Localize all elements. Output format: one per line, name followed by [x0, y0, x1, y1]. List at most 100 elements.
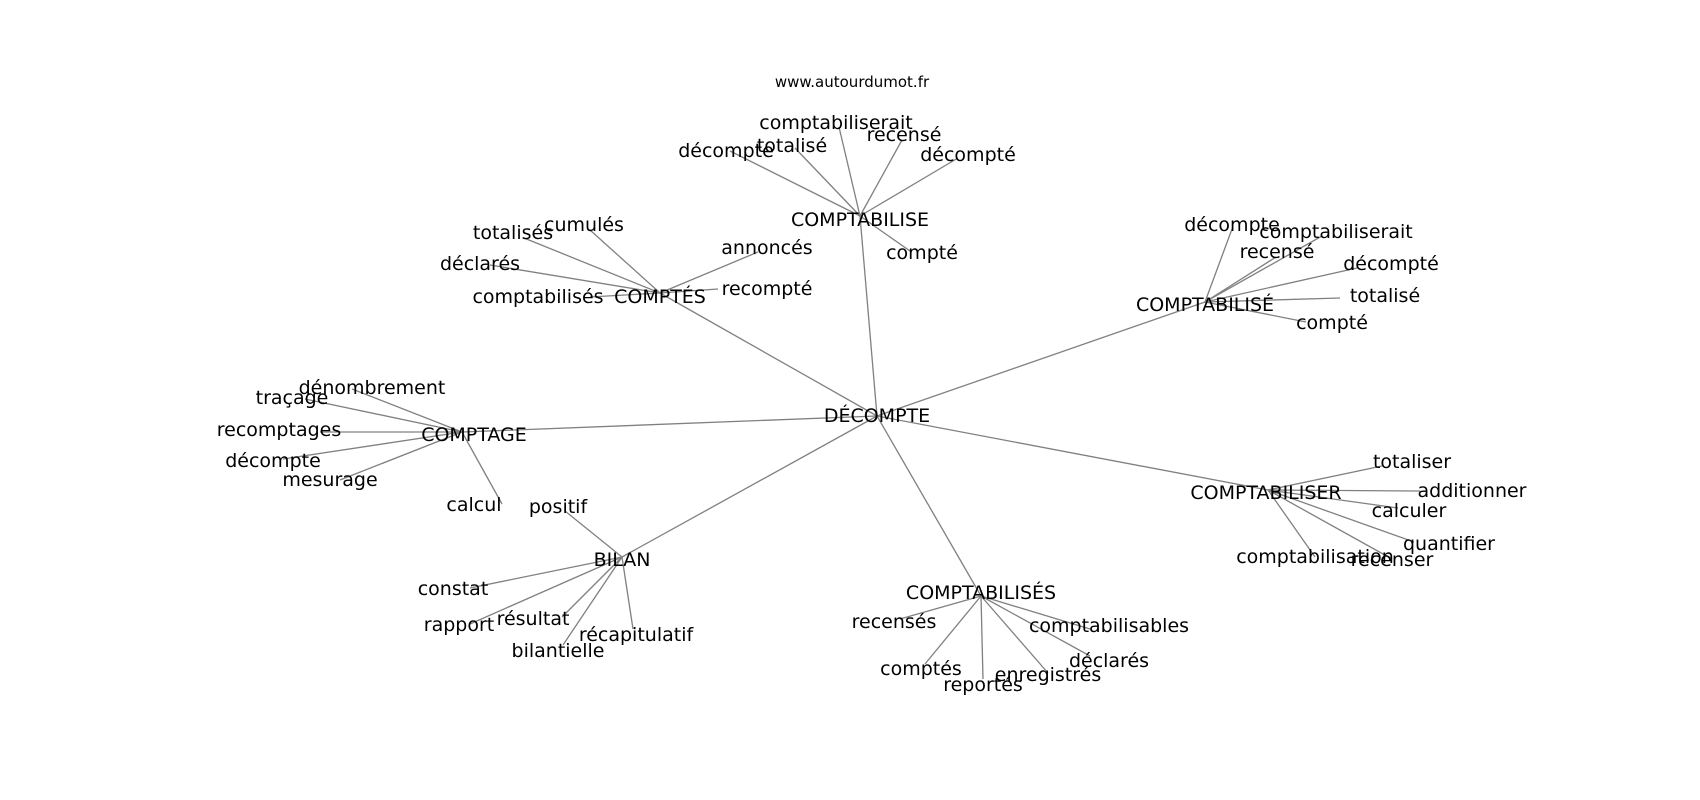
leaf-node: traçage	[256, 387, 329, 409]
leaf-node: déclarés	[440, 253, 520, 275]
edge-hub-leaf	[859, 157, 959, 217]
leaf-node: calcul	[446, 494, 501, 516]
hub-node: COMPTAGE	[421, 424, 527, 446]
edges-layer	[282, 126, 1421, 680]
edge-hub-leaf	[980, 595, 1049, 674]
edge-hub-leaf	[562, 556, 623, 646]
edge-hub-leaf	[351, 388, 463, 433]
edge-center-hub	[876, 415, 982, 597]
edge-hub-leaf	[859, 139, 903, 217]
hub-node: COMPTÉS	[614, 285, 706, 308]
edge-hub-leaf	[1204, 267, 1358, 303]
leaf-node: annoncés	[721, 237, 812, 259]
edge-hub-leaf	[564, 510, 623, 558]
hub-node: COMPTABILISÉ	[1136, 293, 1274, 316]
leaf-node: récapitulatif	[579, 624, 695, 646]
edge-hub-leaf	[1267, 489, 1415, 543]
edge-hub-leaf	[794, 147, 861, 217]
edge-center-hub	[859, 215, 878, 417]
edge-hub-leaf	[1204, 256, 1277, 303]
edge-hub-leaf	[859, 215, 911, 252]
edge-hub-leaf	[729, 150, 861, 217]
leaf-node: recensé	[867, 124, 942, 146]
edge-hub-leaf	[1204, 228, 1233, 303]
leaf-node: totalisé	[757, 135, 827, 157]
leaf-node: enregistrés	[995, 664, 1102, 686]
leaf-node: décompté	[1343, 253, 1439, 275]
leaf-node: mesurage	[282, 469, 377, 491]
edge-hub-leaf	[561, 556, 623, 618]
leaf-node: comptabiliserait	[1259, 221, 1412, 243]
leaf-node: comptabiliserait	[759, 112, 912, 134]
leaf-node: totalisés	[473, 222, 553, 244]
leaf-node: reportés	[943, 674, 1023, 696]
leaf-node: recompté	[722, 278, 813, 300]
edge-hub-leaf	[980, 595, 1091, 630]
leaf-node: rapport	[424, 614, 494, 636]
leaf-node: recomptages	[217, 419, 341, 441]
leaf-node: additionner	[1418, 480, 1527, 502]
leaf-node: déclarés	[1069, 650, 1149, 672]
leaf-node: décompte	[225, 450, 321, 472]
edge-hub-leaf	[1204, 235, 1323, 303]
edge-hub-leaf	[1267, 489, 1393, 560]
edge-hub-leaf	[469, 556, 623, 589]
leaf-node: totalisé	[1350, 285, 1420, 307]
leaf-node: positif	[529, 496, 589, 518]
edge-hub-leaf	[1267, 489, 1399, 509]
leaf-node: comptés	[880, 658, 962, 680]
leaf-node: comptabilisation	[1236, 546, 1394, 568]
edge-hub-leaf	[1204, 301, 1307, 323]
edge-hub-leaf	[659, 288, 719, 294]
hub-node: COMPTABILISER	[1190, 482, 1341, 504]
edge-hub-leaf	[589, 292, 661, 298]
leaf-node: décompte	[1184, 214, 1280, 236]
edge-hub-leaf	[621, 556, 634, 630]
edge-hub-leaf	[980, 595, 984, 680]
edge-hub-leaf	[1267, 489, 1421, 492]
edge-hub-leaf	[304, 398, 463, 433]
edge-hub-leaf	[1204, 297, 1341, 303]
leaf-node: décompté	[920, 144, 1016, 166]
edge-hub-leaf	[1267, 489, 1316, 558]
hub-node: COMPTABILISÉS	[906, 581, 1056, 604]
leaf-node: totaliser	[1373, 451, 1451, 473]
nodes-layer: COMPTABILISEcomptabiliseraittotalisédéco…	[217, 112, 1527, 696]
center-node: DÉCOMPTE	[824, 404, 930, 427]
edge-center-hub	[461, 415, 878, 433]
website-label: www.autourdumot.fr	[775, 73, 930, 91]
hub-node: COMPTABILISE	[791, 209, 929, 231]
edge-center-hub	[659, 292, 878, 417]
leaf-node: comptabilisables	[1029, 615, 1189, 637]
leaf-node: cumulés	[544, 214, 624, 236]
leaf-node: résultat	[497, 608, 570, 630]
leaf-node: constat	[418, 578, 489, 600]
leaf-node: comptabilisés	[472, 286, 603, 308]
edge-hub-leaf	[339, 431, 463, 481]
edge-center-hub	[876, 415, 1269, 491]
edge-center-hub	[876, 301, 1206, 417]
leaf-node: compté	[1296, 312, 1368, 334]
hub-node: BILAN	[594, 549, 651, 571]
edge-center-hub	[621, 415, 878, 558]
edge-hub-leaf	[838, 126, 861, 217]
edge-hub-leaf	[899, 595, 982, 620]
edge-hub-leaf	[924, 595, 982, 665]
edge-hub-leaf	[589, 229, 661, 294]
leaf-node: calculer	[1372, 500, 1447, 522]
edge-hub-leaf	[659, 251, 759, 294]
leaf-node: recensé	[1240, 241, 1315, 263]
edge-hub-leaf	[980, 595, 1091, 657]
edge-hub-leaf	[1267, 465, 1383, 491]
edge-hub-leaf	[523, 237, 661, 294]
leaf-node: décompte	[678, 140, 774, 162]
leaf-node: recenser	[1351, 549, 1434, 571]
leaf-node: compté	[886, 242, 958, 264]
leaf-node: dénombrement	[299, 377, 446, 399]
edge-hub-leaf	[469, 556, 623, 625]
edge-hub-leaf	[489, 264, 661, 294]
edge-hub-leaf	[282, 431, 463, 460]
edge-hub-leaf	[461, 431, 503, 505]
leaf-node: quantifier	[1403, 533, 1495, 555]
